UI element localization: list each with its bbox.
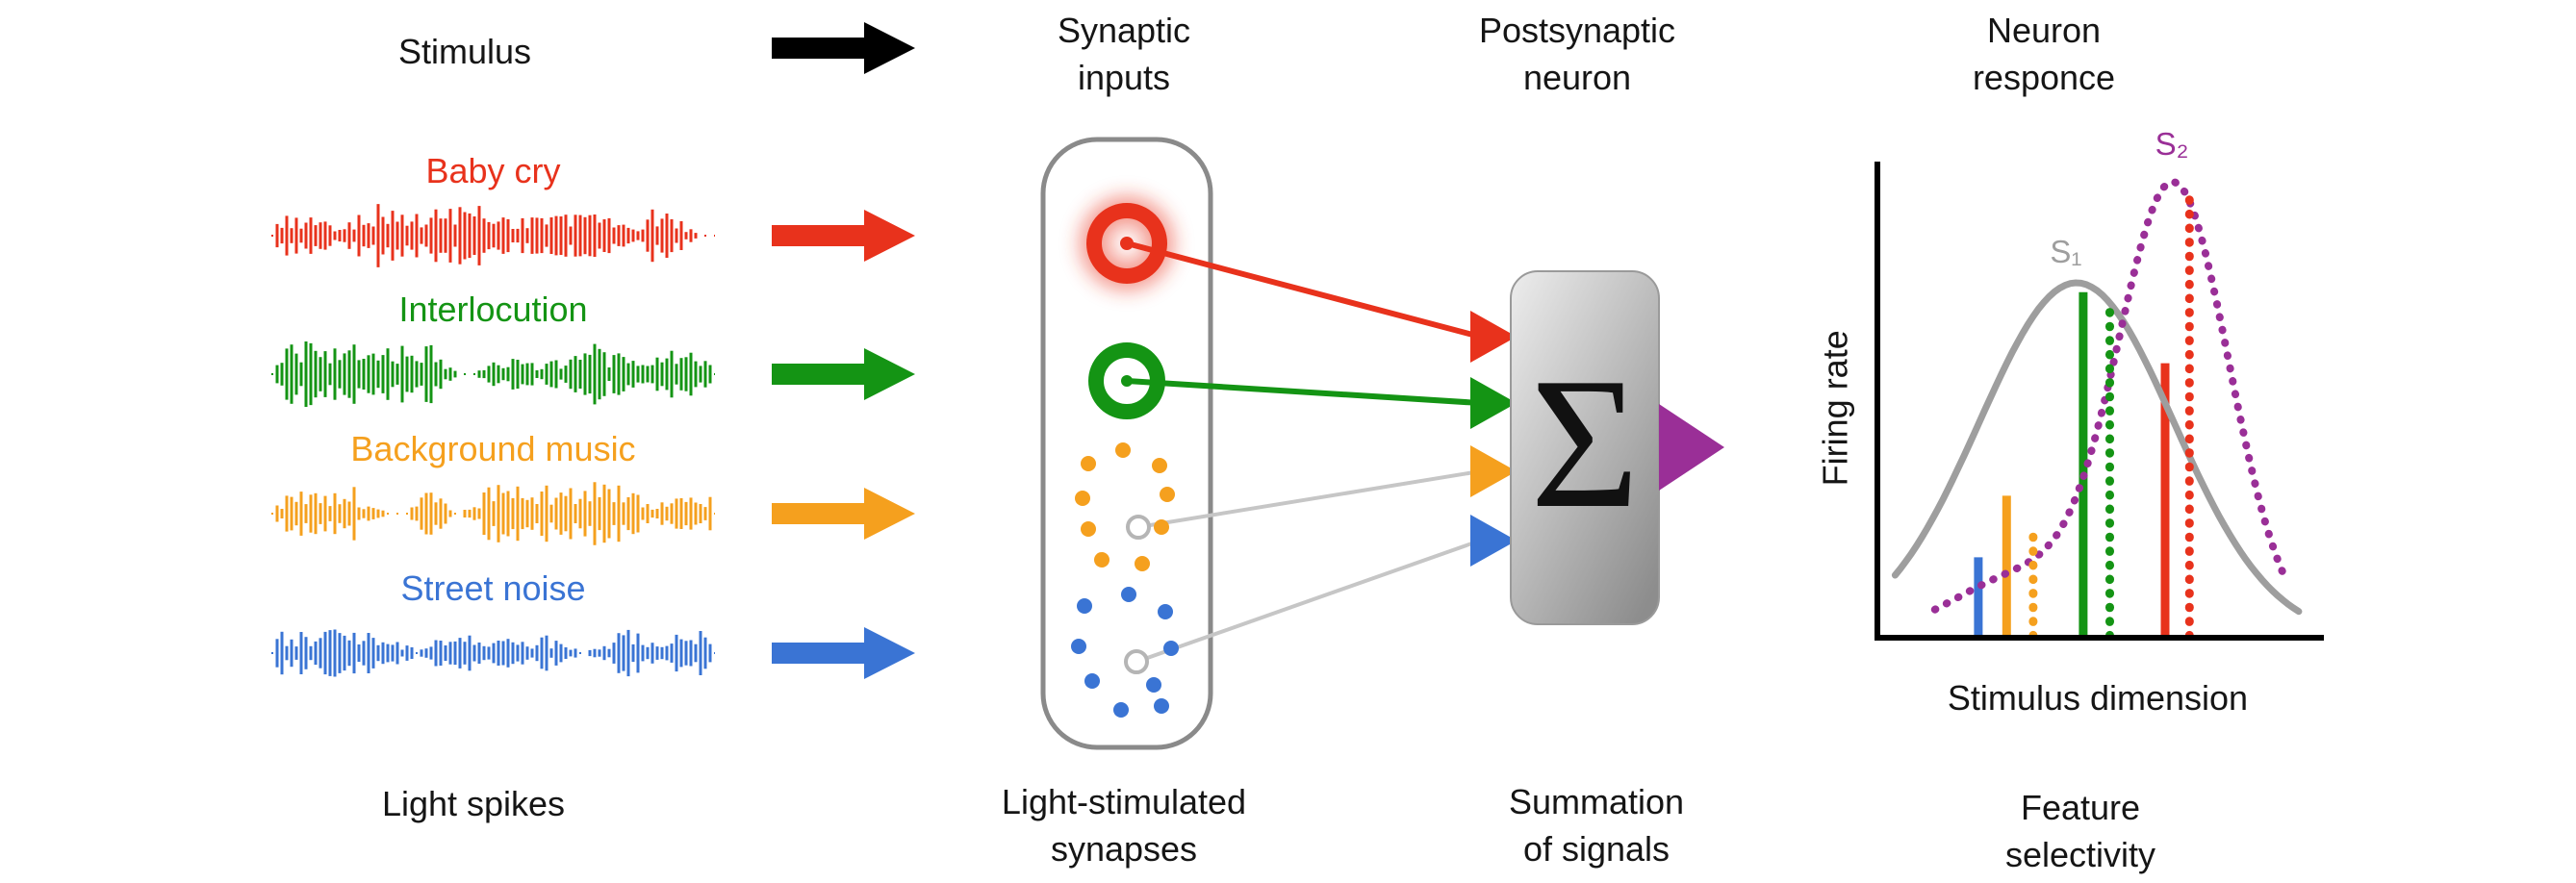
input-triangle-0: [1470, 311, 1517, 363]
arrow-right-icon-background-music: [772, 488, 915, 540]
active-synapse-red: [1080, 196, 1174, 290]
inactive-synapse-blue-dots: [1071, 587, 1179, 718]
synaptic-inputs-header: Synaptic inputs: [1057, 11, 1191, 97]
connection-line: [1126, 240, 1481, 340]
synapse-box: [1040, 137, 1213, 750]
waveform-street-noise: [271, 629, 715, 677]
connection-line: [1126, 378, 1481, 406]
neuron-response-header: Neuron responce: [1972, 11, 2116, 97]
light-spikes-footer: Light spikes: [381, 784, 566, 823]
inactive-synapse-orange-dots: [1075, 442, 1175, 571]
curve-label-s1: S₁: [2050, 234, 2082, 269]
curve-label-s2: S₂: [2155, 126, 2189, 162]
input-triangle-1: [1470, 377, 1517, 429]
connection-line: [1137, 469, 1481, 529]
output-triangle: [1659, 404, 1724, 491]
light-stimulated-synapses-footer: Light-stimulated synapses: [1001, 782, 1247, 869]
waveform-interlocution: [271, 341, 715, 407]
waveform-background-music: [271, 482, 715, 545]
input-triangle-3: [1470, 515, 1517, 567]
sigma-symbol: Σ: [1530, 339, 1640, 547]
input-triangle-2: [1470, 445, 1517, 497]
stimulus-arrow-icon: [772, 22, 915, 74]
feature-selectivity-footer: Feature selectivity: [2004, 788, 2156, 874]
arrow-right-icon-baby-cry: [772, 210, 915, 262]
postsynaptic-neuron-header: Postsynaptic neuron: [1478, 11, 1676, 97]
tuning-curve-s2: [1930, 177, 2290, 614]
tuning-curve-s1: [1891, 279, 2303, 616]
x-axis-label-stimulus-dimension: Stimulus dimension: [1947, 678, 2249, 718]
connection-line: [1135, 539, 1481, 664]
waveform-baby-cry: [271, 204, 715, 267]
stimulus-label-baby-cry: Baby cry: [425, 151, 561, 190]
stimulus-header: Stimulus: [397, 32, 532, 71]
chart-axes: [1875, 162, 2324, 641]
active-synapse-green: [1088, 342, 1165, 419]
stimulus-label-street-noise: Street noise: [400, 568, 586, 608]
summation-of-signals-footer: Summation of signals: [1508, 782, 1685, 869]
stimulus-label-background-music: Background music: [350, 429, 636, 468]
y-axis-label-firing-rate: Firing rate: [1815, 330, 1855, 487]
arrow-right-icon-interlocution: [772, 348, 915, 400]
arrow-right-icon-street-noise: [772, 627, 915, 679]
stimulus-label-interlocution: Interlocution: [398, 290, 588, 329]
